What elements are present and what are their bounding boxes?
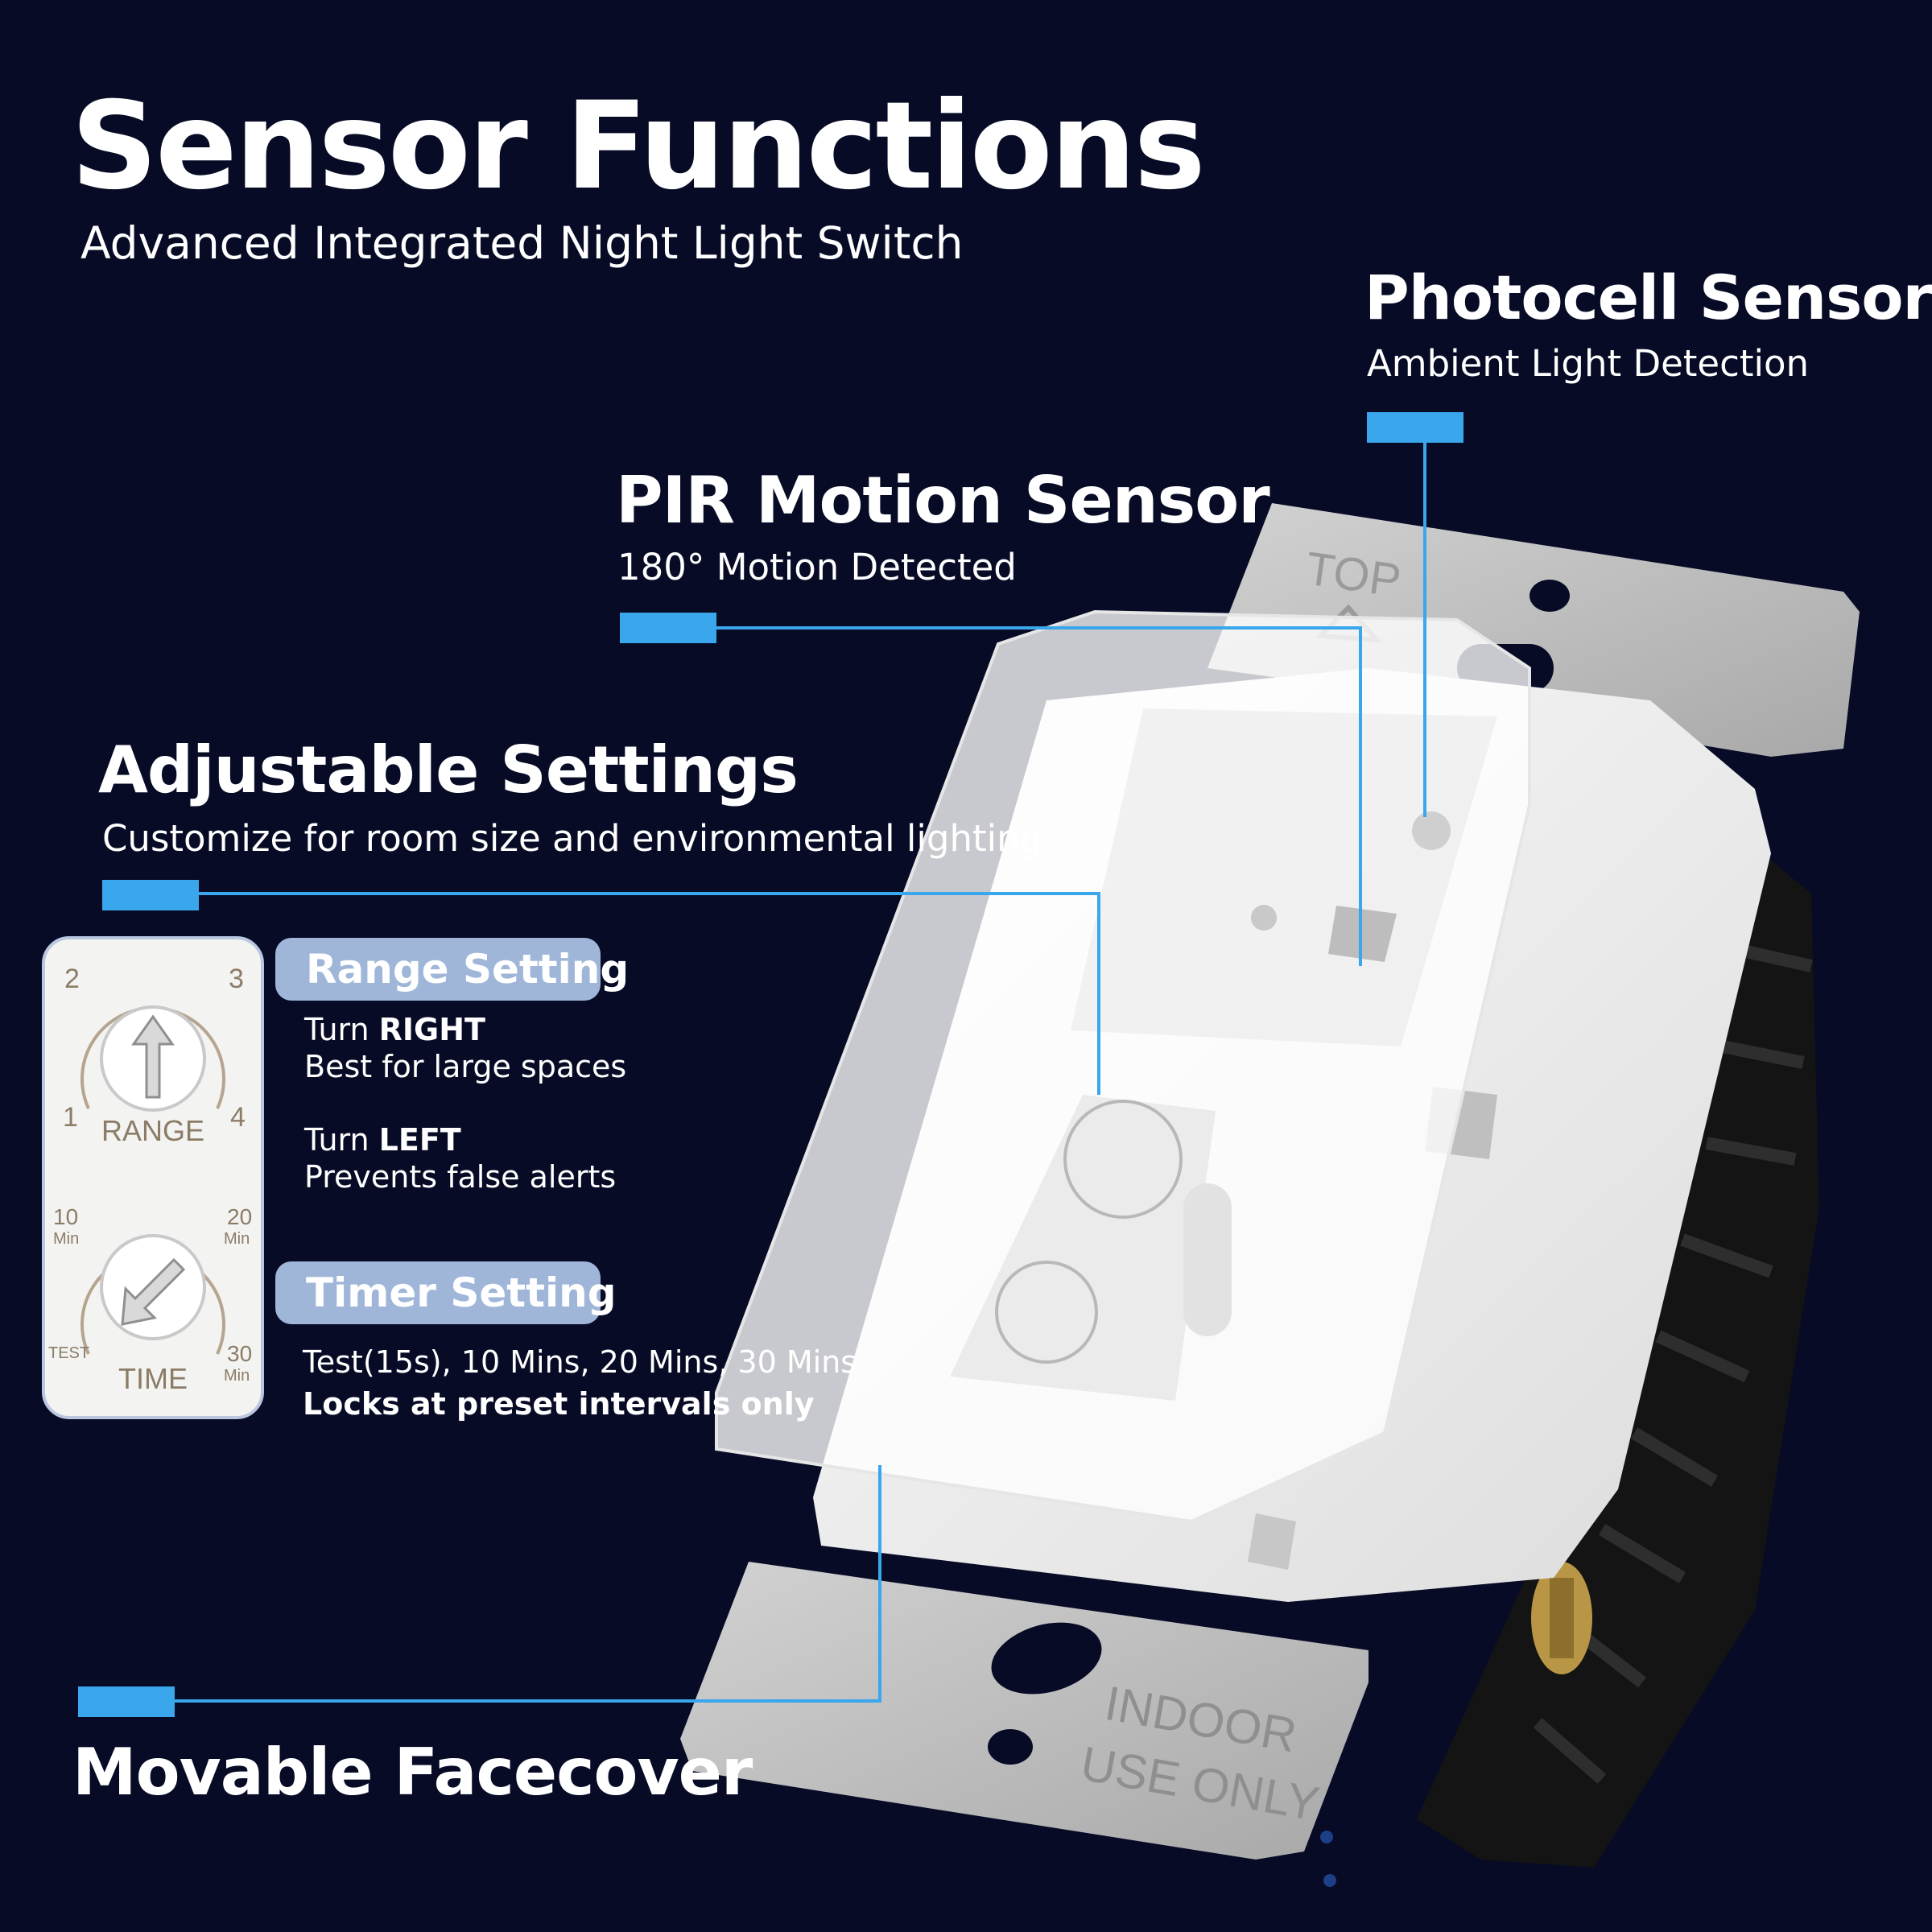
range-tick-4: 4 <box>230 1102 246 1133</box>
arrow-down-left-icon <box>121 1257 186 1326</box>
dial-settings-card: 2 3 1 4 RANGE 10 Min 20 Min 30 Min TEST … <box>42 936 264 1419</box>
range-left-prefix: Turn <box>304 1122 379 1158</box>
adjustable-title: Adjustable Settings <box>98 733 799 807</box>
time-unit-10: Min <box>53 1230 79 1248</box>
range-tick-1: 1 <box>63 1102 78 1133</box>
range-tick-3: 3 <box>229 964 244 994</box>
time-tick-10: 10 <box>53 1204 78 1229</box>
timer-options: Test(15s), 10 Mins, 20 Mins, 30 Mins <box>303 1344 857 1380</box>
dials-illustration: 2 3 1 4 RANGE 10 Min 20 Min 30 Min TEST … <box>48 964 252 1395</box>
bottom-mounting-strap: INDOOR USE ONLY <box>680 1562 1368 1860</box>
leader-lines <box>173 443 1426 1703</box>
page-title: Sensor Functions <box>71 76 1206 217</box>
photocell-marker <box>1367 412 1463 443</box>
range-left-desc: Prevents false alerts <box>304 1159 617 1195</box>
arrow-up-icon <box>131 1014 175 1099</box>
photocell-title: Photocell Sensor <box>1364 262 1932 333</box>
range-left-line: Turn LEFT <box>304 1121 616 1158</box>
range-right-prefix: Turn <box>304 1012 379 1047</box>
range-tick-2: 2 <box>64 964 80 994</box>
page-subtitle: Advanced Integrated Night Light Switch <box>80 217 964 269</box>
facecover-marker <box>78 1686 175 1717</box>
range-right-word: RIGHT <box>378 1012 485 1047</box>
photocell-subtitle: Ambient Light Detection <box>1367 342 1810 385</box>
pir-title: PIR Motion Sensor <box>616 463 1270 538</box>
time-tick-20: 20 <box>227 1204 252 1229</box>
range-label: RANGE <box>101 1114 204 1147</box>
pir-marker <box>620 613 716 643</box>
timer-setting-label: Timer Setting <box>275 1261 617 1324</box>
time-unit-20: Min <box>224 1230 250 1248</box>
pir-subtitle: 180° Motion Detected <box>617 546 1017 588</box>
facecover-title: Movable Facecover <box>72 1735 753 1810</box>
test-label: TEST <box>48 1344 89 1362</box>
time-unit-30: Min <box>224 1367 250 1385</box>
timer-note: Locks at preset intervals only <box>303 1386 815 1422</box>
adjustable-marker <box>102 880 199 910</box>
adjustable-subtitle: Customize for room size and environmenta… <box>102 817 1043 860</box>
time-tick-30: 30 <box>227 1341 252 1366</box>
range-right-desc: Best for large spaces <box>304 1049 627 1084</box>
range-right-info: Turn RIGHT Best for large spaces <box>304 1011 626 1085</box>
range-right-line: Turn RIGHT <box>304 1011 626 1048</box>
facecover-illustration <box>715 609 1531 1524</box>
timer-info: Test(15s), 10 Mins, 20 Mins, 30 Mins Loc… <box>303 1341 857 1425</box>
range-left-info: Turn LEFT Prevents false alerts <box>304 1121 616 1195</box>
range-setting-label: Range Setting <box>275 938 629 1001</box>
range-left-word: LEFT <box>378 1122 461 1158</box>
time-label: TIME <box>118 1362 188 1395</box>
